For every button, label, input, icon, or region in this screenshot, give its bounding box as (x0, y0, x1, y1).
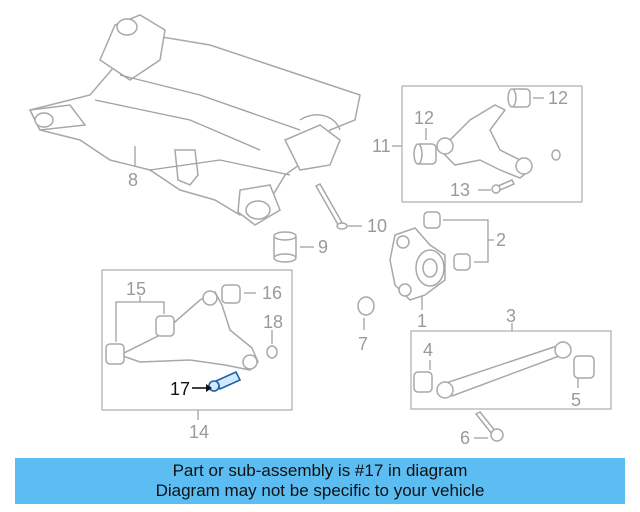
group-box-11 (401, 85, 583, 203)
bolt-part-17-highlighted[interactable] (208, 370, 242, 392)
group-box-14 (101, 269, 293, 411)
lateral-link (436, 341, 572, 399)
callout-15: 15 (126, 279, 146, 299)
leader-15 (115, 296, 165, 342)
washer-part-18 (266, 345, 278, 359)
washer (551, 149, 561, 161)
callout-14: 14 (189, 422, 209, 442)
callout-1: 1 (417, 311, 427, 331)
banner-line-2: Diagram may not be specific to your vehi… (155, 481, 485, 500)
bushing-part-15-b (155, 315, 175, 337)
callout-2: 2 (496, 230, 506, 250)
group-box-3 (410, 330, 612, 410)
banner-line-1: Part or sub-assembly is #17 in diagram (172, 461, 468, 480)
arrow-icon (206, 384, 212, 392)
bushing-part-5 (573, 355, 595, 379)
bolt-part-13 (491, 179, 516, 194)
lower-arm (118, 290, 259, 371)
knuckle-part-1 (389, 227, 446, 301)
callout-12-upper: 12 (548, 88, 568, 108)
upper-arm (436, 104, 533, 179)
info-banner: Part or sub-assembly is #17 in diagram D… (15, 458, 625, 504)
callout-17: 17 (170, 379, 190, 399)
callout-16: 16 (262, 283, 282, 303)
callout-13: 13 (450, 180, 470, 200)
bushing-part-2-a (423, 211, 441, 229)
leader-2 (443, 219, 494, 263)
bushing-part-16 (221, 284, 241, 304)
bushing-part-12-lower (413, 143, 437, 165)
bolt-part-6 (474, 411, 504, 442)
callout-6: 6 (460, 428, 470, 448)
bolt-part-10 (314, 183, 348, 230)
callout-3: 3 (506, 306, 516, 326)
callout-11: 11 (372, 136, 391, 156)
callout-12-lower: 12 (414, 108, 434, 128)
callout-4: 4 (423, 340, 433, 360)
callout-9: 9 (318, 237, 328, 257)
bushing-part-12-upper (507, 88, 531, 108)
cap-part-7 (357, 296, 375, 316)
callout-7: 7 (358, 334, 368, 354)
bushing-part-15-a (105, 343, 125, 365)
callout-5: 5 (571, 390, 581, 410)
bushing-part-4 (413, 371, 433, 393)
bushing-part-2-b (453, 253, 471, 271)
callout-18: 18 (263, 312, 283, 332)
callout-8: 8 (128, 170, 138, 190)
callout-10: 10 (367, 216, 387, 236)
mount-part-9 (273, 231, 297, 263)
subframe-part-8 (28, 14, 361, 226)
